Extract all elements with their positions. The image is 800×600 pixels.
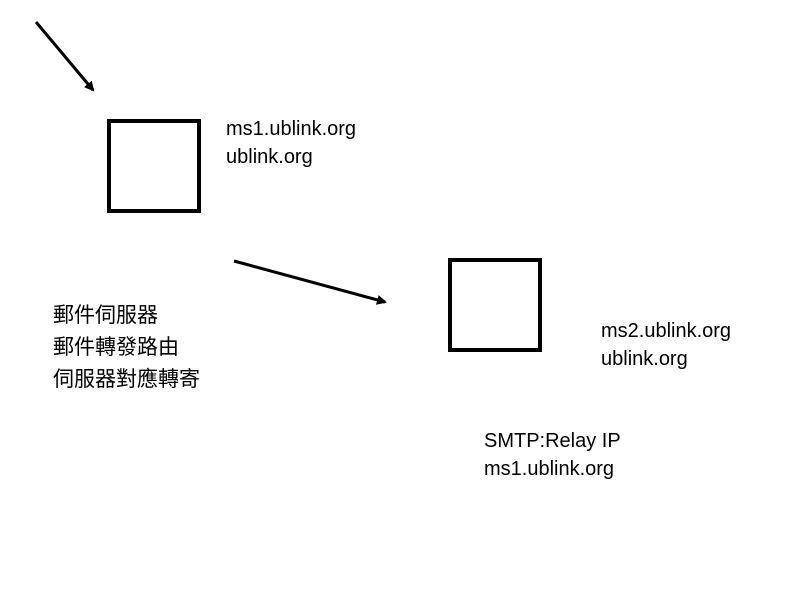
server-2-label: ms2.ublink.org ublink.org [601,317,731,373]
server-2-box [448,258,542,352]
relay-note-line-2: ms1.ublink.org [484,458,615,480]
relay-note-line-1: SMTP:Relay IP [484,430,621,452]
server-1-label: ms1.ublink.org ublink.org [226,115,356,171]
chinese-label-mail-server: 郵件伺服器 [53,303,158,327]
server-1-hostname: ms1.ublink.org [226,118,357,140]
server-2-hostname: ms2.ublink.org [601,320,732,342]
server-1-box [107,119,201,213]
relay-note: SMTP:Relay IP ms1.ublink.org [484,427,621,483]
relay-arrow [233,259,387,305]
chinese-label-server-mapping: 伺服器對應轉寄 [53,367,200,391]
chinese-description: 郵件伺服器 郵件轉發路由 伺服器對應轉寄 [53,299,200,395]
server-2-domain: ublink.org [601,348,688,370]
chinese-label-forward-route: 郵件轉發路由 [53,335,179,359]
server-1-domain: ublink.org [226,146,313,168]
incoming-arrow [34,21,95,92]
